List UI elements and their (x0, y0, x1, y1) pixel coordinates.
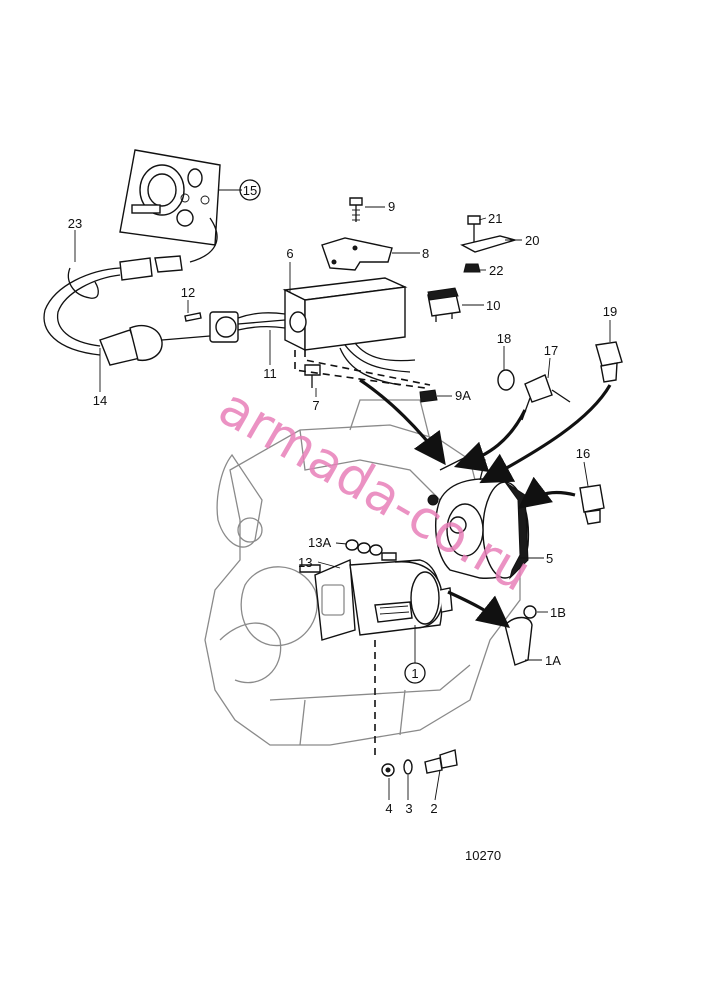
label-19: 19 (603, 304, 617, 319)
instrument-panel (119, 149, 242, 246)
callout-circle-1 (404, 662, 426, 684)
label-17: 17 (544, 343, 558, 358)
label-5: 5 (546, 551, 553, 566)
dashed-connections (294, 350, 431, 760)
label-7: 7 (312, 398, 319, 413)
callout-circle-15 (239, 179, 261, 201)
starter-motor (314, 558, 453, 641)
label-4: 4 (385, 801, 392, 816)
label-10: 10 (486, 298, 500, 313)
sensors (497, 341, 623, 525)
relay (427, 287, 461, 322)
label-2: 2 (430, 801, 437, 816)
small-hardware (299, 364, 537, 777)
drawing-number: 10270 (465, 848, 501, 863)
wiring-harness (43, 217, 286, 366)
label-8: 8 (422, 246, 429, 261)
label-23: 23 (68, 216, 82, 231)
label-9: 9 (388, 199, 395, 214)
label-1: 1 (411, 666, 418, 681)
label-22: 22 (489, 263, 503, 278)
label-16: 16 (576, 446, 590, 461)
label-15: 15 (243, 183, 257, 198)
label-6: 6 (286, 246, 293, 261)
label-18: 18 (497, 331, 511, 346)
leader-lines (74, 206, 611, 801)
clamp-assembly (460, 215, 518, 273)
label-20: 20 (525, 233, 539, 248)
label-9a: 9A (455, 388, 471, 403)
alternator (427, 454, 530, 580)
label-13: 13 (298, 555, 312, 570)
label-13a: 13A (308, 535, 331, 550)
label-14: 14 (93, 393, 107, 408)
label-11: 11 (263, 366, 277, 381)
label-3: 3 (405, 801, 412, 816)
assembly-arrows (359, 378, 612, 628)
mounting-bracket (321, 197, 393, 271)
label-1b: 1B (550, 605, 566, 620)
label-1a: 1A (545, 653, 561, 668)
callout-labels: 15 23 9 8 6 21 20 22 10 12 19 18 17 11 1… (68, 179, 617, 816)
label-12: 12 (181, 285, 195, 300)
label-21: 21 (488, 211, 502, 226)
